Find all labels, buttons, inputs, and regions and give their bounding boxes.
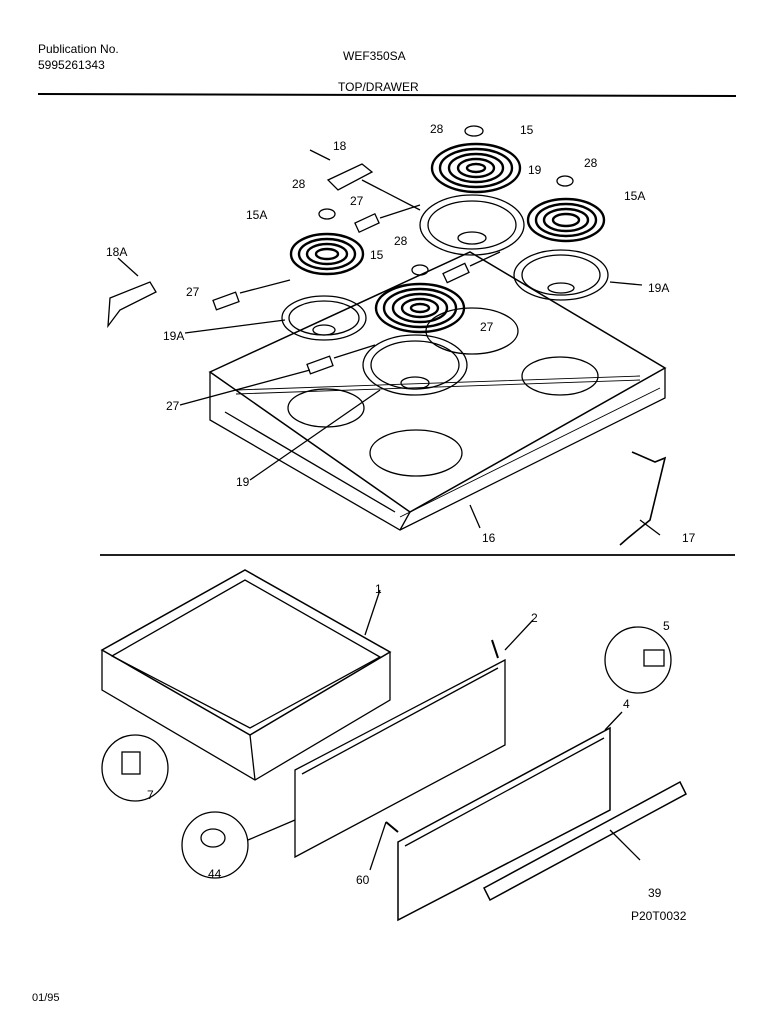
callout-1: 1: [375, 582, 382, 596]
callout-15A-right: 15A: [624, 189, 645, 203]
stop-7-icon: [121, 751, 141, 775]
receptacle-27-d: [306, 344, 376, 375]
callout-39: 39: [648, 886, 662, 900]
callout-17: 17: [682, 531, 696, 545]
callout-27-d: 27: [166, 399, 180, 413]
drip-bowl-19A-right: [513, 249, 609, 301]
drip-bowl-19A-left: [281, 295, 367, 341]
publication-number: 5995261343: [38, 58, 105, 72]
detail-circle-7: [101, 734, 169, 802]
surface-element-15-rear: [430, 142, 522, 194]
callout-19-a: 19: [528, 163, 542, 177]
callout-18: 18: [333, 139, 347, 153]
date-code: 01/95: [32, 992, 60, 1004]
detail-circle-44: [181, 811, 249, 879]
section-title: TOP/DRAWER: [338, 80, 419, 94]
handle-39: [483, 780, 687, 902]
drip-bowl-19-rear: [419, 194, 525, 256]
callout-28-c: 28: [584, 156, 598, 170]
figure-code: P20T0032: [631, 909, 687, 923]
callout-19-b: 19: [236, 475, 250, 489]
trim-ring-28-d: [411, 264, 429, 276]
callout-27-b: 27: [186, 285, 200, 299]
publication-label: Publication No.: [38, 42, 119, 56]
clip-5-icon: [643, 649, 665, 667]
callout-27-c: 27: [480, 320, 494, 334]
detail-circle-5: [604, 626, 672, 694]
surface-element-15A-left: [289, 232, 365, 276]
bracket-18A: [107, 257, 157, 329]
callout-44: 44: [208, 867, 222, 881]
receptacle-27-b: [212, 279, 291, 311]
trim-ring-28-b: [556, 175, 574, 187]
rod-17: [619, 451, 667, 546]
surface-element-15-front: [374, 282, 466, 334]
trim-ring-28-a: [464, 125, 484, 137]
callout-15-b: 15: [370, 248, 384, 262]
drawer-panel-2: [294, 658, 506, 859]
callout-4: 4: [623, 697, 630, 711]
surface-element-15A-right: [526, 197, 606, 243]
drawer-body-1: [100, 569, 392, 781]
receptacle-27-a: [354, 204, 421, 234]
callout-19A-right: 19A: [648, 281, 669, 295]
callout-2: 2: [531, 611, 538, 625]
callout-16: 16: [482, 531, 496, 545]
callout-7: 7: [147, 788, 154, 802]
model-number: WEF350SA: [343, 49, 406, 63]
trim-ring-28-c: [318, 208, 336, 220]
callout-28-a: 28: [430, 122, 444, 136]
callout-5: 5: [663, 619, 670, 633]
callout-15-a: 15: [520, 123, 534, 137]
callout-28-b: 28: [292, 177, 306, 191]
callout-19A-left: 19A: [163, 329, 184, 343]
bracket-18: [309, 149, 421, 211]
bumper-44-icon: [200, 828, 226, 848]
receptacle-27-c: [442, 251, 501, 284]
callout-18A: 18A: [106, 245, 127, 259]
callout-27-a: 27: [350, 194, 364, 208]
cooktop-panel: [208, 251, 667, 531]
callout-15A-left: 15A: [246, 208, 267, 222]
callout-28-d: 28: [394, 234, 408, 248]
drip-bowl-19-front: [362, 334, 468, 396]
drawer-front-4: [397, 726, 611, 922]
callout-60: 60: [356, 873, 370, 887]
